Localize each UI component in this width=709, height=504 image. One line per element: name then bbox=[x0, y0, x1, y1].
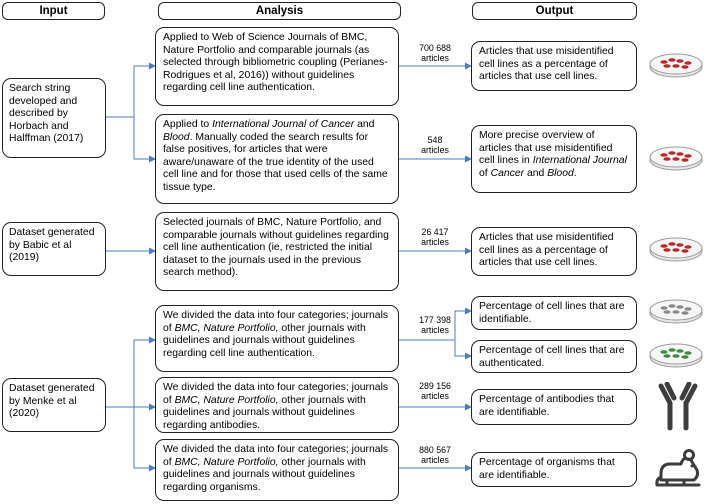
petri-dish-grey-cells-icon bbox=[649, 299, 703, 324]
rat-icon bbox=[655, 449, 701, 487]
output-box-identifiable-antibodies: Percentage of antibodies that are identi… bbox=[471, 389, 637, 425]
journal-name: Cancer bbox=[490, 167, 525, 179]
count-value: 177 398 bbox=[419, 315, 451, 325]
output-box-authenticated-cell-lines: Percentage of cell lines that are authen… bbox=[471, 340, 637, 373]
petri-dish-red-cells-icon bbox=[649, 237, 703, 262]
connector-input1-analysis2 bbox=[133, 117, 156, 163]
count-unit: articles bbox=[421, 391, 449, 401]
analysis-box-web-of-science: Applied to Web of Science Journals of BM… bbox=[155, 27, 399, 106]
analysis-box-cancer-blood: Applied to International Journal of Canc… bbox=[155, 114, 399, 204]
input-box-babic-dataset: Dataset generated by Babic et al (2019) bbox=[2, 222, 106, 276]
output-text: More precise overview of articles that u… bbox=[479, 130, 613, 167]
analysis-box-organism-categories: We divided the data into four categories… bbox=[155, 439, 399, 501]
count-unit: articles bbox=[421, 237, 449, 247]
output-box-misidentified-percentage: Articles that use misidentified cell lin… bbox=[471, 41, 637, 91]
output-text: of bbox=[479, 167, 491, 179]
analysis-text: Applied to bbox=[163, 119, 213, 130]
header-input: Input bbox=[2, 2, 105, 20]
input-box-menke-dataset: Dataset generated by Menke et al (2020) bbox=[2, 378, 106, 432]
count-unit: articles bbox=[421, 145, 449, 155]
journal-name: International Journal bbox=[532, 155, 627, 167]
journal-name: Blood bbox=[547, 167, 574, 179]
journal-name: International Journal of Cancer bbox=[212, 119, 355, 130]
petri-dish-red-cells-icon bbox=[649, 146, 703, 171]
connector-input3-analysis4 bbox=[106, 336, 156, 408]
journal-name: BMC, Nature Portfolio, bbox=[174, 456, 279, 468]
petri-dish-green-cells-icon bbox=[649, 343, 703, 368]
connector-analysis4-output4 bbox=[399, 307, 472, 341]
analysis-box-selected-journals: Selected journals of BMC, Nature Portfol… bbox=[155, 212, 399, 291]
journal-name: Blood bbox=[163, 131, 190, 143]
output-box-identifiable-organisms: Percentage of organisms that are identif… bbox=[471, 452, 637, 487]
petri-dish-red-cells-icon bbox=[649, 53, 703, 78]
count-value: 880 567 bbox=[419, 445, 451, 455]
connector-analysis4-output5 bbox=[454, 340, 472, 360]
journal-name: BMC, Nature Portfolio, bbox=[174, 322, 279, 334]
output-box-identifiable-cell-lines: Percentage of cell lines that are identi… bbox=[471, 296, 637, 330]
analysis-text: other journals with guidelines and journ… bbox=[163, 394, 366, 431]
analysis-box-cell-line-categories: We divided the data into four categories… bbox=[155, 305, 399, 372]
header-output: Output bbox=[472, 2, 637, 20]
analysis-text: other journals with guidelines and journ… bbox=[163, 322, 366, 359]
analysis-text: and bbox=[354, 119, 375, 130]
output-box-precise-overview: More precise overview of articles that u… bbox=[471, 125, 637, 193]
count-unit: articles bbox=[421, 455, 449, 465]
antibody-icon bbox=[658, 382, 698, 431]
output-text: . bbox=[573, 167, 577, 179]
count-value: 289 156 bbox=[419, 381, 451, 391]
analysis-text: other journals with guidelines and journ… bbox=[163, 456, 366, 493]
header-analysis: Analysis bbox=[158, 2, 401, 20]
connector-input1-analysis1 bbox=[106, 62, 156, 118]
analysis-text: We divided the data into four categories… bbox=[163, 444, 389, 468]
journal-name: BMC, Nature Portfolio, bbox=[174, 394, 279, 406]
count-value: 26 417 bbox=[421, 227, 449, 237]
analysis-box-antibody-categories: We divided the data into four categories… bbox=[155, 377, 399, 433]
count-unit: articles bbox=[421, 53, 449, 63]
count-value: 548 bbox=[427, 135, 443, 145]
output-text: and bbox=[524, 167, 548, 179]
count-unit: articles bbox=[421, 325, 449, 335]
input-box-search-string: Search string developed and described by… bbox=[2, 78, 106, 158]
analysis-text: We divided the data into four categories… bbox=[163, 382, 389, 406]
count-value: 700 688 bbox=[419, 43, 451, 53]
analysis-text: . Manually coded the search results for … bbox=[163, 131, 388, 193]
analysis-text: We divided the data into four categories… bbox=[163, 310, 389, 334]
connector-input3-analysis6 bbox=[133, 407, 156, 472]
output-box-misidentified-percentage-2: Articles that use misidentified cell lin… bbox=[471, 227, 637, 276]
